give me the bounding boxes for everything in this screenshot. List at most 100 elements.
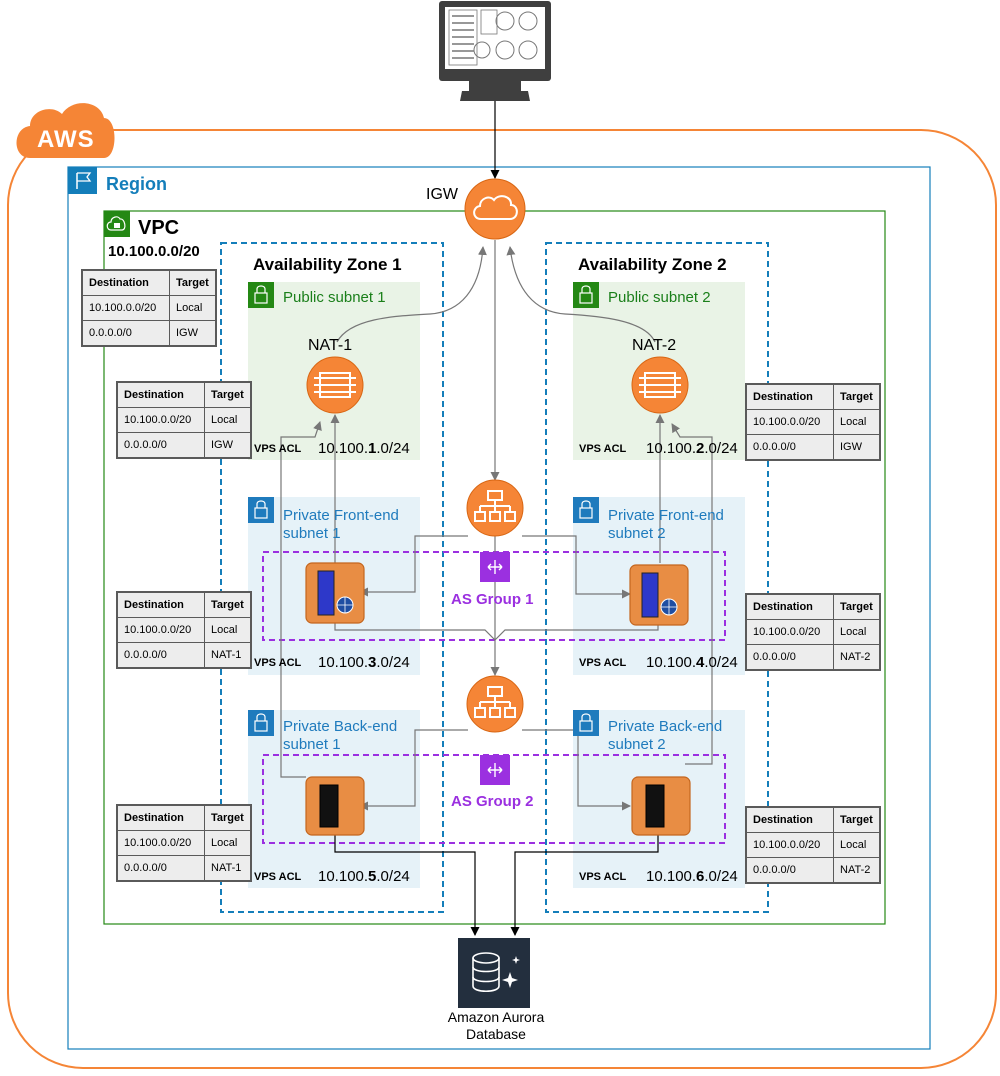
dashboard-monitor-icon [439,1,551,101]
route-target: NAT-2 [832,857,881,884]
vpc-label: VPC [138,217,180,239]
availability-zone-2 [545,242,769,913]
aurora-database-icon [458,938,530,1008]
ec2-instance-icon [305,562,365,624]
route-table-header: Target [203,591,252,618]
route-destination: 10.100.0.0/20 [745,619,834,645]
route-table-header: Destination [745,593,834,620]
route-destination: 0.0.0.0/0 [116,855,205,882]
route-target: Local [203,407,252,433]
connectors [280,100,713,936]
route-table-header: Target [168,269,217,296]
route-table-header: Destination [81,269,170,296]
route-destination: 0.0.0.0/0 [116,642,205,669]
acl-label: VPS ACL [579,871,627,883]
subnet-cidr: 10.100.1.0/24 [318,440,410,457]
route-table-header: Destination [116,591,205,618]
subnet-cidr: 10.100.4.0/24 [646,654,738,671]
lock-icon [573,710,599,736]
route-table-header: Target [832,806,881,833]
route-destination: 10.100.0.0/20 [745,409,834,435]
route-target: IGW [832,434,881,461]
public-subnet-2-title: Public subnet 2 [608,289,711,306]
route-target: Local [168,295,217,321]
vpc-cidr: 10.100.0.0/20 [108,243,200,260]
subnet-cidr: 10.100.2.0/24 [646,440,738,457]
route-destination: 10.100.0.0/20 [745,832,834,858]
acl-label: VPS ACL [579,657,627,669]
lock-icon [248,282,274,308]
nat-gateway-icon [631,356,689,414]
acl-label: VPS ACL [254,443,302,455]
ec2-instance-icon [631,776,691,836]
route-target: IGW [203,432,252,459]
route-target: NAT-2 [832,644,881,671]
route-table-header: Target [203,804,252,831]
route-target: IGW [168,320,217,347]
as-group-1-label: AS Group 1 [451,591,534,608]
lock-icon [248,710,274,736]
route-target: Local [832,409,881,435]
nat-2-label: NAT-2 [632,337,677,354]
route-table-header: Target [203,381,252,408]
load-balancer-icon [466,479,524,537]
aws-label: AWS [37,126,95,153]
route-destination: 0.0.0.0/0 [745,644,834,671]
subnet-cidr: 10.100.3.0/24 [318,654,410,671]
route-target: Local [203,830,252,856]
subnet-cidr: 10.100.5.0/24 [318,868,410,885]
acl-label: VPS ACL [254,657,302,669]
az-1-title: Availability Zone 1 [253,255,402,274]
aws-cloud-boundary [7,129,997,1069]
route-destination: 0.0.0.0/0 [116,432,205,459]
az-2-title: Availability Zone 2 [578,255,727,274]
route-table-header: Destination [116,381,205,408]
nat-1-label: NAT-1 [308,337,353,354]
route-destination: 10.100.0.0/20 [81,295,170,321]
route-destination: 0.0.0.0/0 [81,320,170,347]
aws-cloud-icon [16,103,115,158]
route-destination: 0.0.0.0/0 [745,434,834,461]
vpc-cloud-lock-icon [104,211,130,237]
as-group-2-label: AS Group 2 [451,793,534,810]
availability-zone-1 [220,242,444,913]
route-target: Local [203,617,252,643]
acl-label: VPS ACL [254,871,302,883]
lock-icon [573,282,599,308]
ec2-instance-icon [305,776,365,836]
route-destination: 10.100.0.0/20 [116,407,205,433]
subnet-cidr: 10.100.6.0/24 [646,868,738,885]
lock-icon [573,497,599,523]
region-flag-icon [68,167,97,194]
acl-label: VPS ACL [579,443,627,455]
igw-label: IGW [426,186,458,203]
route-table-header: Destination [745,383,834,410]
region-boundary [67,166,931,1050]
route-target: NAT-1 [203,855,252,882]
public-subnet-1-title: Public subnet 1 [283,289,386,306]
auto-scaling-icon [480,552,510,582]
route-target: Local [832,619,881,645]
route-destination: 10.100.0.0/20 [116,830,205,856]
auto-scaling-icon [480,755,510,785]
route-destination: 10.100.0.0/20 [116,617,205,643]
route-table-header: Destination [745,806,834,833]
route-target: NAT-1 [203,642,252,669]
route-target: Local [832,832,881,858]
route-destination: 0.0.0.0/0 [745,857,834,884]
lock-icon [248,497,274,523]
load-balancer-icon [466,675,524,733]
route-table-header: Target [832,383,881,410]
